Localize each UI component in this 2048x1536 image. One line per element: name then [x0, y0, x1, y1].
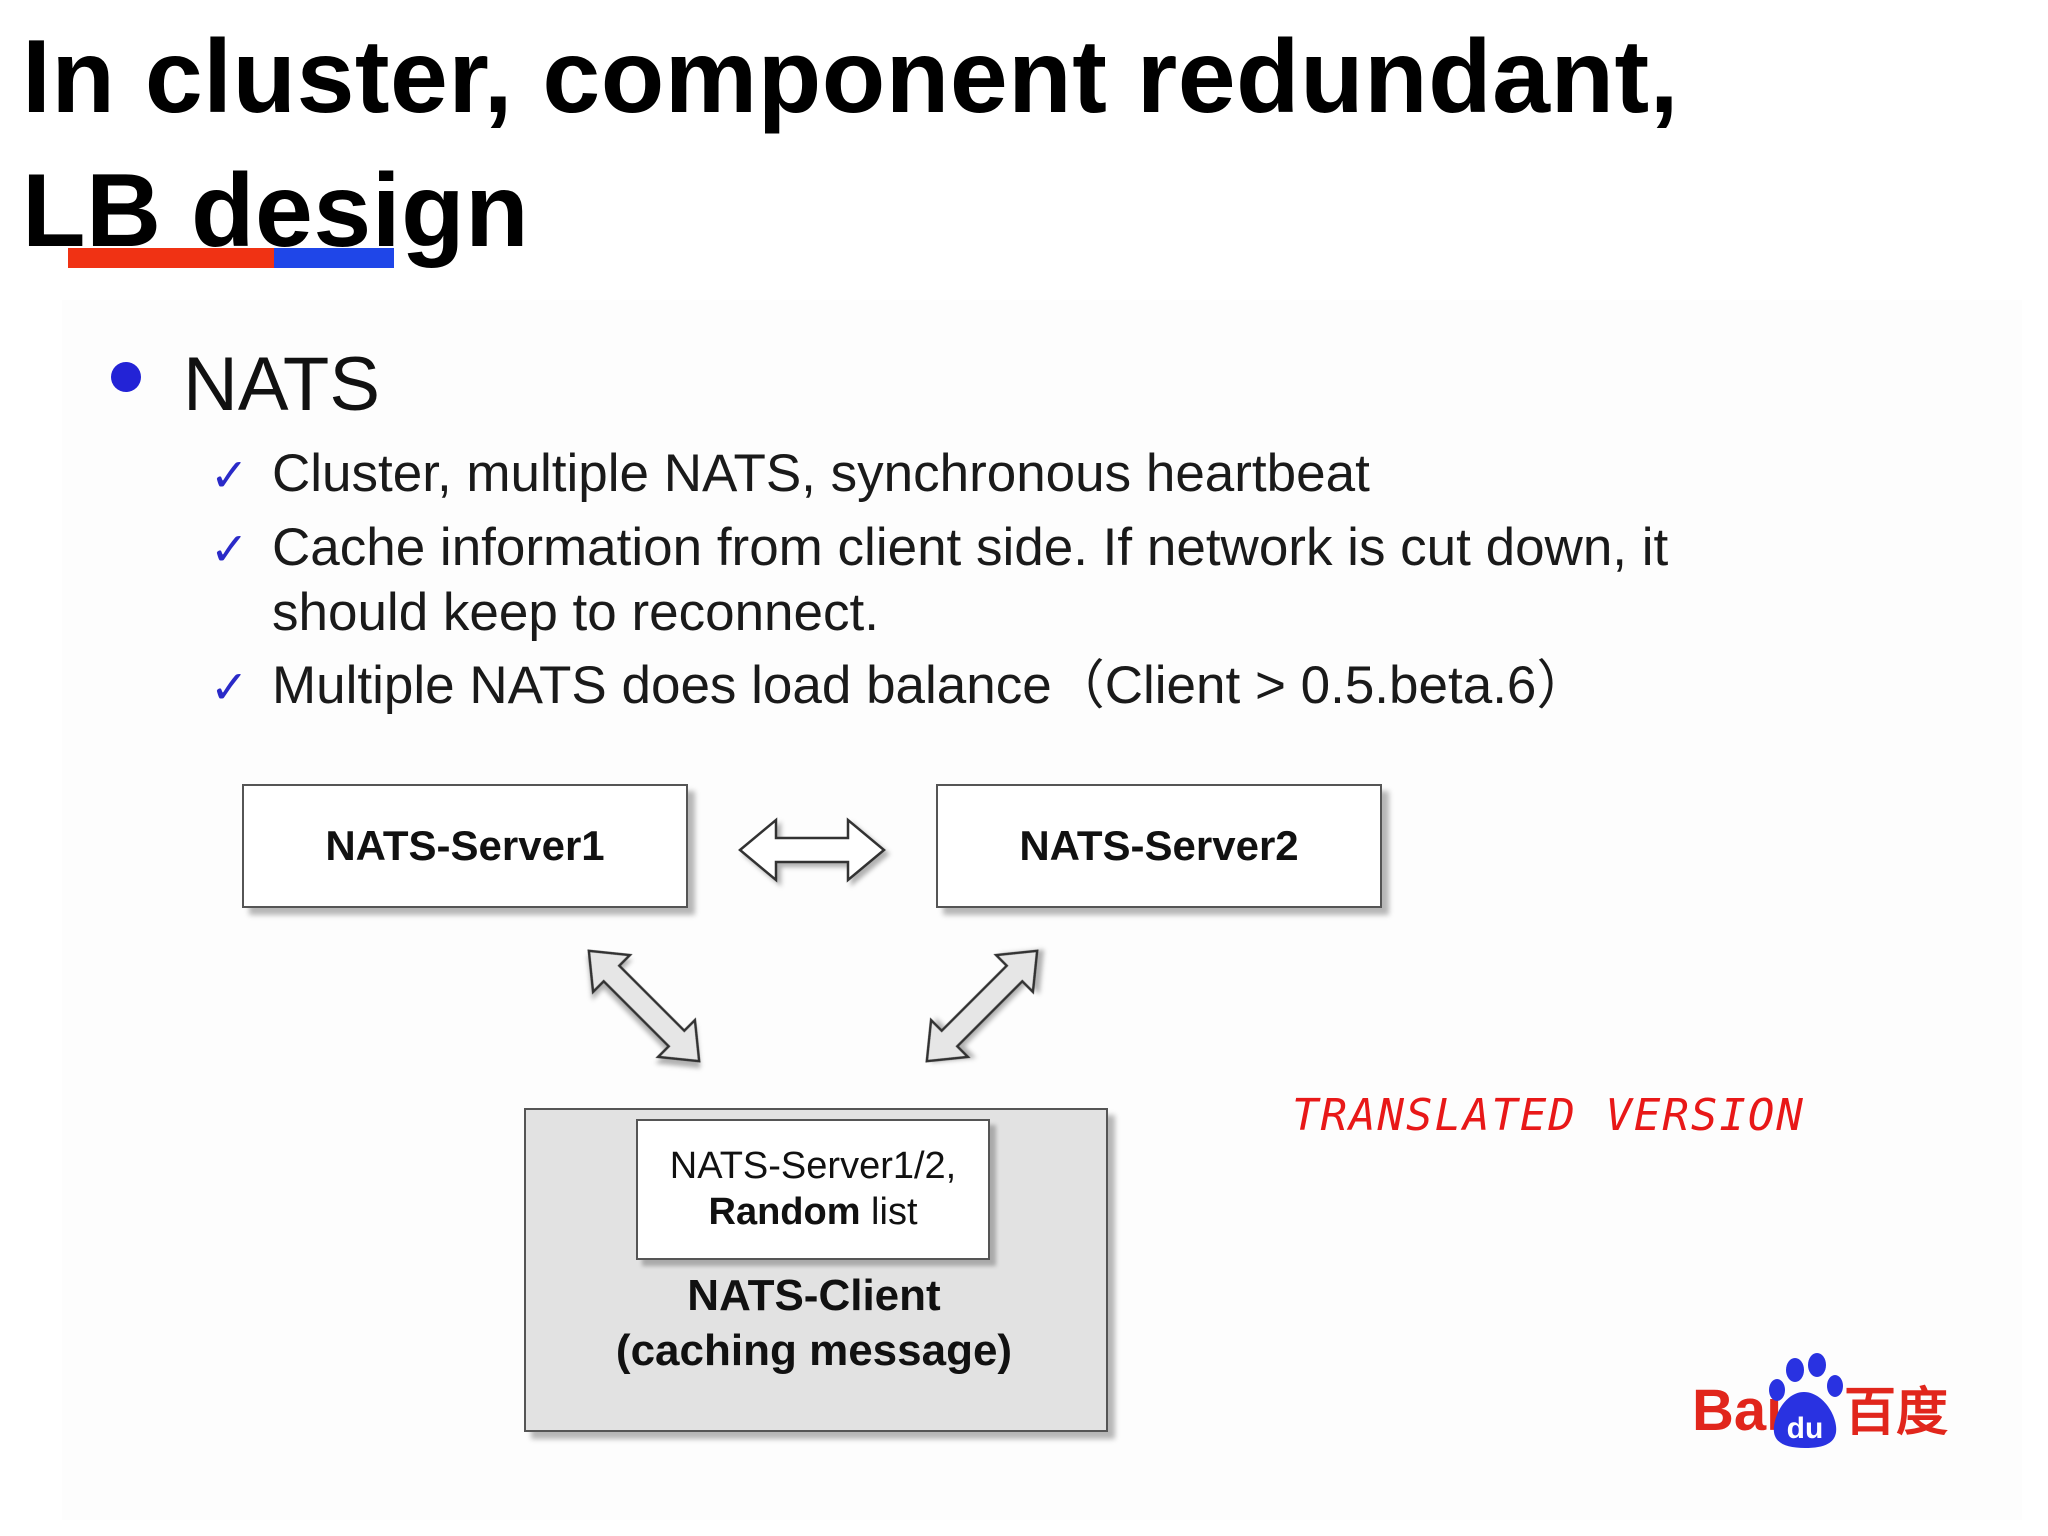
server-list-bold: Random: [708, 1191, 861, 1233]
point-text: Multiple NATS does load balance（Client >…: [272, 656, 1590, 715]
title-line-1: In cluster, component redundant,: [22, 19, 1680, 135]
checkmark-icon: ✓: [210, 448, 249, 502]
point-text: Cache information from client side. If n…: [272, 518, 1669, 577]
server-list-box: NATS-Server1/2, Random list: [636, 1119, 990, 1260]
baidu-logo: Bai du 百度: [1692, 1353, 1948, 1448]
bullet-heading: NATS: [183, 342, 381, 427]
checkmark-icon: ✓: [210, 522, 249, 576]
point-item: ✓ Cluster, multiple NATS, synchronous hea…: [210, 442, 1370, 507]
double-arrow-icon: [738, 817, 886, 883]
double-arrow-icon: [925, 949, 1039, 1063]
bullet-dot-icon: [111, 362, 141, 392]
client-label-line1: NATS-Client: [687, 1271, 941, 1320]
title-underline-blue: [274, 248, 394, 268]
nats-client-label: NATS-Client (caching message): [524, 1268, 1104, 1378]
checkmark-icon: ✓: [210, 660, 249, 714]
server-list-line2: Random list: [638, 1189, 988, 1235]
logo-text-bai: Bai: [1692, 1378, 1782, 1443]
logo-text-cn: 百度: [1844, 1383, 1948, 1443]
nats-server2-box: NATS-Server2: [936, 784, 1382, 908]
nats-server1-label: NATS-Server1: [325, 822, 605, 869]
baidu-paw-icon: [1769, 1353, 1843, 1448]
point-item: ✓ Multiple NATS does load balance（Client …: [210, 654, 1589, 719]
title-underline-red: [68, 248, 274, 268]
client-label-line2: (caching message): [615, 1326, 1013, 1375]
double-arrow-icon: [587, 949, 701, 1063]
nats-server1-box: NATS-Server1: [242, 784, 688, 908]
logo-text-du: du: [1787, 1412, 1824, 1445]
point-item: ✓ Cache information from client side. If …: [210, 516, 1668, 645]
server-list-line1: NATS-Server1/2,: [669, 1145, 957, 1187]
translated-watermark: TRANSLATED VERSION: [1292, 1090, 1805, 1141]
slide-title: In cluster, component redundant, LB desi…: [22, 10, 2002, 278]
point-text: Cluster, multiple NATS, synchronous hear…: [272, 444, 1370, 503]
server-list-rest: list: [860, 1191, 918, 1233]
point-continuation: should keep to reconnect.: [272, 583, 879, 642]
nats-server2-label: NATS-Server2: [1019, 822, 1299, 869]
